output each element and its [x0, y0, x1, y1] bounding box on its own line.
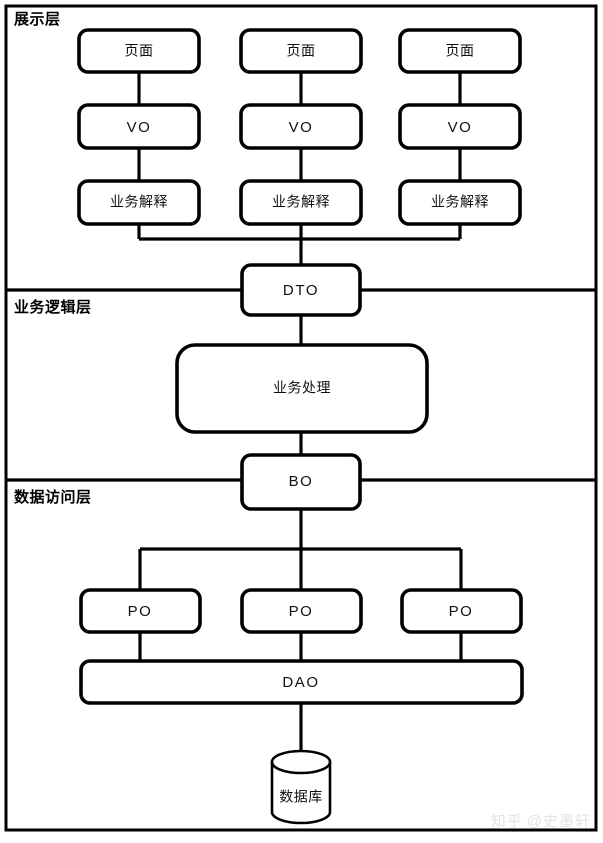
node-interpret-2[interactable]: 业务解释 [239, 179, 363, 226]
node-po-1-label: PO [128, 603, 153, 620]
node-page-1-label: 页面 [125, 43, 154, 59]
node-interpret-1-label: 业务解释 [110, 194, 168, 210]
layer-label-business-logic: 业务逻辑层 [14, 298, 92, 316]
node-dao-label: DAO [282, 674, 319, 691]
node-vo-1-label: VO [127, 119, 152, 136]
watermark-handle: @史墨轩 [526, 813, 591, 830]
database-cylinder-top [270, 749, 332, 775]
node-interpret-2-label: 业务解释 [272, 194, 330, 210]
node-po-3-label: PO [449, 603, 474, 620]
node-po-1[interactable]: PO [79, 588, 202, 634]
node-dto[interactable]: DTO [240, 263, 362, 317]
node-po-2-label: PO [289, 603, 314, 620]
node-page-2-label: 页面 [287, 43, 316, 59]
node-business-process-label: 业务处理 [273, 380, 331, 396]
node-interpret-3[interactable]: 业务解释 [398, 179, 522, 226]
node-page-1[interactable]: 页面 [77, 28, 201, 74]
diagram-outer-frame [4, 4, 598, 832]
node-po-3[interactable]: PO [400, 588, 523, 634]
watermark-brand: 知乎 [490, 813, 523, 830]
node-vo-3-label: VO [448, 119, 473, 136]
node-business-process[interactable]: 业务处理 [175, 343, 429, 434]
layer-label-presentation: 展示层 [14, 11, 61, 28]
layer-label-data-access: 数据访问层 [14, 488, 92, 506]
node-interpret-1[interactable]: 业务解释 [77, 179, 201, 226]
node-bo-label: BO [289, 473, 314, 490]
node-dao[interactable]: DAO [79, 659, 524, 705]
node-bo[interactable]: BO [240, 453, 362, 511]
node-database[interactable]: 数据库 [270, 749, 332, 825]
node-page-3[interactable]: 页面 [398, 28, 522, 74]
node-vo-1[interactable]: VO [77, 103, 201, 150]
node-database-label: 数据库 [279, 789, 323, 805]
node-page-3-label: 页面 [446, 43, 475, 59]
node-vo-2[interactable]: VO [239, 103, 363, 150]
watermark: 知乎@史墨轩 [491, 810, 591, 831]
node-dto-label: DTO [283, 282, 319, 299]
node-po-2[interactable]: PO [240, 588, 363, 634]
node-page-2[interactable]: 页面 [239, 28, 363, 74]
node-interpret-3-label: 业务解释 [431, 194, 489, 210]
node-vo-3[interactable]: VO [398, 103, 522, 150]
node-vo-2-label: VO [289, 119, 314, 136]
